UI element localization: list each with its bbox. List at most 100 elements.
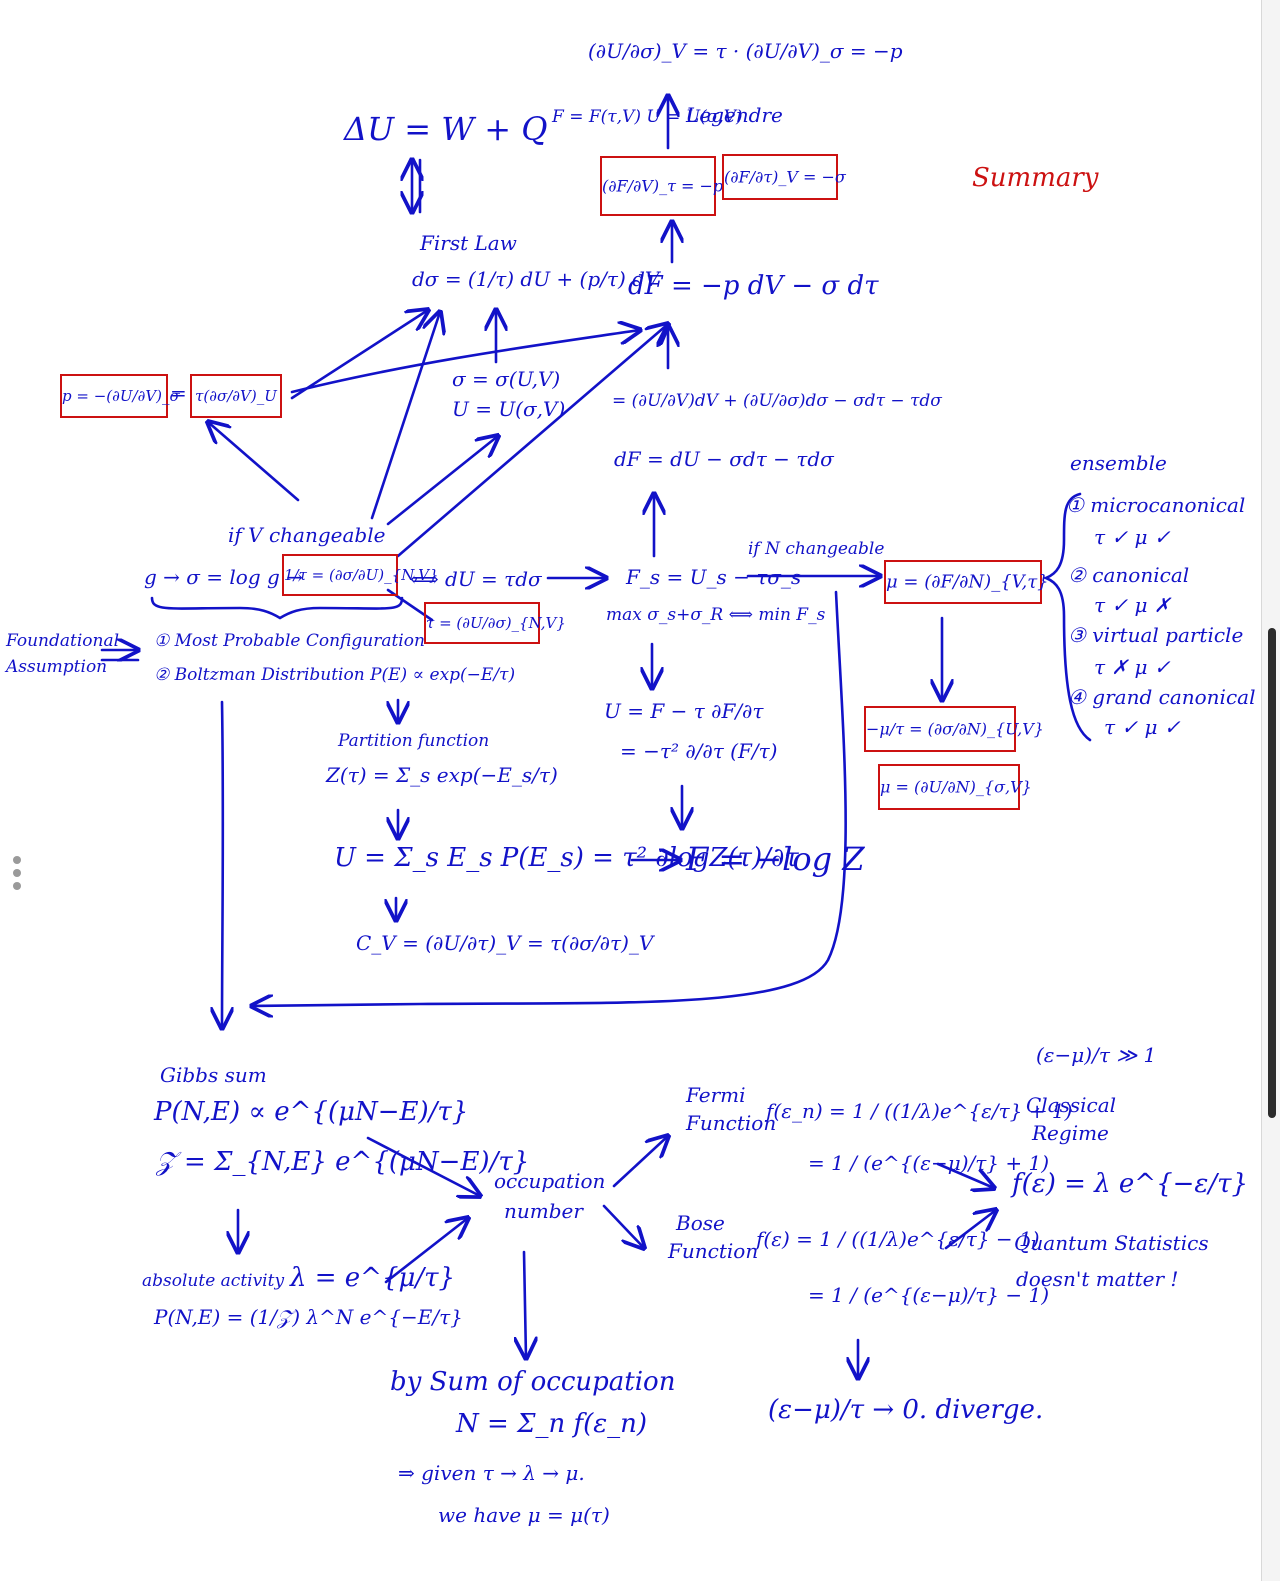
ensemble-microcanonical-marks: τ ✓ μ ✓ bbox=[1094, 525, 1171, 549]
arrow-left-down-gibbs bbox=[222, 700, 223, 1028]
box-inverse-tau-text: 1/τ = (∂σ/∂U)_{N,V} bbox=[284, 566, 439, 584]
arrow-occupation-sum bbox=[524, 1250, 526, 1358]
arrow-activity-occupation bbox=[384, 1218, 468, 1284]
brace-chain bbox=[150, 596, 404, 620]
classical-label-1: Classical bbox=[1026, 1093, 1117, 1117]
ensemble-virtual-particle: ③ virtual particle bbox=[1068, 623, 1244, 647]
absolute-activity-label: absolute activity bbox=[142, 1271, 285, 1291]
bose-label-2: Function bbox=[668, 1239, 759, 1263]
expand-dF: = (∂U/∂V)dV + (∂U/∂σ)dσ − σdτ − τdσ bbox=[612, 391, 942, 411]
activity-probability: P(N,E) = (1/𝒵) λ^N e^{−E/τ} bbox=[154, 1305, 463, 1329]
box-dF-dtau-text: (∂F/∂τ)_V = −σ bbox=[724, 167, 846, 187]
scrollbar-thumb[interactable] bbox=[1268, 628, 1276, 1118]
box-temperature-text: τ = (∂U/∂σ)_{N,V} bbox=[426, 614, 566, 632]
arrow-chain-dF bbox=[396, 324, 668, 558]
gibbs-probability: P(N,E) ∝ e^{(μN−E)/τ} bbox=[154, 1097, 469, 1127]
given-tau-chain: ⇒ given τ → λ → μ. bbox=[398, 1461, 585, 1485]
absolute-activity-equation: λ = e^{μ/τ} bbox=[290, 1263, 456, 1293]
assumption-label: Assumption bbox=[6, 657, 108, 677]
particle-number-equation: N = Σ_n f(ε_n) bbox=[456, 1409, 648, 1439]
partition-equation: Z(τ) = Σ_s exp(−E_s/τ) bbox=[326, 763, 558, 787]
box-neg-mu-over-tau: −μ/τ = (∂σ/∂N)_{U,V} bbox=[864, 706, 1044, 752]
box-neg-mu-text: −μ/τ = (∂σ/∂N)_{U,V} bbox=[866, 719, 1044, 739]
ensemble-canonical: ② canonical bbox=[1068, 563, 1190, 587]
legendre-pair: F = F(τ,V) U = U(σ,V) bbox=[552, 107, 743, 127]
bose-equation: f(ε) = 1 / ((1/λ)e^{ε/τ} − 1) bbox=[756, 1227, 1040, 1251]
arrow-p-dF bbox=[290, 330, 640, 394]
U-from-F: U = F − τ ∂F/∂τ bbox=[604, 699, 764, 723]
ensemble-microcanonical: ① microcanonical bbox=[1066, 493, 1246, 517]
ensemble-grand-canonical: ④ grand canonical bbox=[1068, 685, 1256, 709]
assumption-2: ② Boltzman Distribution P(E) ∝ exp(−E/τ) bbox=[154, 665, 516, 685]
if-v-changeable: if V changeable bbox=[228, 523, 386, 547]
U-sum-equation: U = Σ_s E_s P(E_s) = τ² ∂logZ(τ)/∂τ bbox=[334, 843, 799, 873]
fermi-label-1: Fermi bbox=[686, 1083, 746, 1107]
box-pressure: p = −(∂U/∂V)_σ bbox=[60, 374, 180, 418]
ensemble-grand-canonical-marks: τ ✓ μ ✓ bbox=[1104, 715, 1181, 739]
first-law-label: First Law bbox=[420, 231, 517, 255]
box-pressure-2: τ(∂σ/∂V)_U bbox=[190, 374, 282, 418]
partial-relations: (∂U/∂σ)_V = τ · (∂U/∂V)_σ = −p bbox=[588, 39, 903, 63]
partition-label: Partition function bbox=[338, 731, 490, 751]
arrow-chain-sigma bbox=[386, 436, 498, 526]
occupation-label-1: occupation bbox=[494, 1169, 606, 1193]
box-chemical-potential-text: μ = (∂F/∂N)_{V,τ} bbox=[886, 571, 1049, 593]
box-mu-dU-dN: μ = (∂U/∂N)_{σ,V} bbox=[878, 764, 1032, 810]
F-log-Z: F = −log Z bbox=[686, 840, 865, 878]
box-pressure-text: p = −(∂U/∂V)_σ bbox=[62, 387, 180, 405]
dU-equation: ⟺ dU = τdσ bbox=[410, 567, 542, 591]
legendre-label: Legendre bbox=[686, 103, 783, 127]
heat-capacity: C_V = (∂U/∂τ)_V = τ(∂σ/∂τ)_V bbox=[356, 931, 654, 955]
dF-definition: dF = dU − σdτ − τdσ bbox=[614, 447, 834, 471]
first-law-equation: dσ = (1/τ) dU + (p/τ) dV bbox=[412, 267, 660, 291]
more-options-icon[interactable] bbox=[10, 856, 24, 896]
box-inverse-tau: 1/τ = (∂σ/∂U)_{N,V} bbox=[282, 554, 439, 596]
arrow-occupation-bose bbox=[602, 1204, 644, 1248]
brace-ensemble bbox=[1042, 492, 1092, 742]
arrow-gibbs-occupation bbox=[366, 1136, 480, 1196]
vertical-scrollbar[interactable] bbox=[1261, 0, 1280, 1581]
max-min-condition: max σ_s+σ_R ⟺ min F_s bbox=[606, 605, 826, 625]
summary-title: Summary bbox=[972, 163, 1099, 193]
box-mu-dU-dN-text: μ = (∂U/∂N)_{σ,V} bbox=[880, 777, 1032, 797]
fermi-equation-2: = 1 / (e^{(ε−μ)/τ} + 1) bbox=[808, 1151, 1050, 1175]
sigma-of-uv: σ = σ(U,V) bbox=[452, 367, 561, 391]
box-temperature: τ = (∂U/∂σ)_{N,V} bbox=[424, 602, 566, 644]
arrow-occupation-fermi bbox=[612, 1136, 668, 1188]
equals-sign: = bbox=[170, 381, 187, 405]
arrow-mu-curve-gibbs bbox=[252, 590, 847, 1006]
classical-equation: f(ε) = λ e^{−ε/τ} bbox=[1012, 1169, 1249, 1199]
bose-equation-2: = 1 / (e^{(ε−μ)/τ} − 1) bbox=[808, 1283, 1050, 1307]
arrow-bose-classical bbox=[944, 1210, 996, 1250]
classical-label-2: Regime bbox=[1032, 1121, 1109, 1145]
box-dF-dtau: (∂F/∂τ)_V = −σ bbox=[722, 154, 846, 200]
arrow-p-firstlaw bbox=[290, 310, 428, 400]
we-have-mu: we have μ = μ(τ) bbox=[438, 1503, 610, 1527]
gibbs-sum-label: Gibbs sum bbox=[160, 1063, 267, 1087]
occupation-label-2: number bbox=[504, 1199, 583, 1223]
box-chemical-potential: μ = (∂F/∂N)_{V,τ} bbox=[884, 560, 1049, 604]
first-law-energy: ΔU = W + Q bbox=[344, 110, 548, 148]
arrow-chain-p bbox=[208, 422, 300, 502]
assumption-1: ① Most Probable Configuration bbox=[154, 631, 425, 651]
arrow-fermi-classical bbox=[936, 1162, 994, 1188]
u-of-sigma-v: U = U(σ,V) bbox=[452, 397, 566, 421]
fermi-label-2: Function bbox=[686, 1111, 777, 1135]
box-dF-dV: (∂F/∂V)_τ = −p bbox=[600, 156, 724, 216]
diverge-condition: (ε−μ)/τ → 0. diverge. bbox=[768, 1395, 1044, 1425]
bose-label-1: Bose bbox=[676, 1211, 725, 1235]
fermi-equation: f(ε_n) = 1 / ((1/λ)e^{ε/τ} + 1) bbox=[766, 1099, 1073, 1123]
ensemble-canonical-marks: τ ✓ μ ✗ bbox=[1094, 593, 1171, 617]
foundational-label: Foundational bbox=[6, 631, 120, 651]
entropy-chain: g → σ = log g → bbox=[144, 565, 303, 589]
U-from-F-2: = −τ² ∂/∂τ (F/τ) bbox=[620, 739, 778, 763]
gibbs-sum-equation: 𝒵 = Σ_{N,E} e^{(μN−E)/τ} bbox=[156, 1147, 530, 1177]
helmholtz-free-energy: F_s = U_s − τσ_s bbox=[626, 565, 802, 589]
dF-equation: dF = −p dV − σ dτ bbox=[628, 271, 879, 301]
box-dF-dV-text: (∂F/∂V)_τ = −p bbox=[602, 176, 724, 196]
ensemble-virtual-particle-marks: τ ✗ μ ✓ bbox=[1094, 655, 1171, 679]
arrow-chain-firstlaw bbox=[370, 312, 440, 520]
classical-condition: (ε−μ)/τ ≫ 1 bbox=[1036, 1043, 1157, 1067]
if-n-changeable: if N changeable bbox=[748, 539, 885, 559]
